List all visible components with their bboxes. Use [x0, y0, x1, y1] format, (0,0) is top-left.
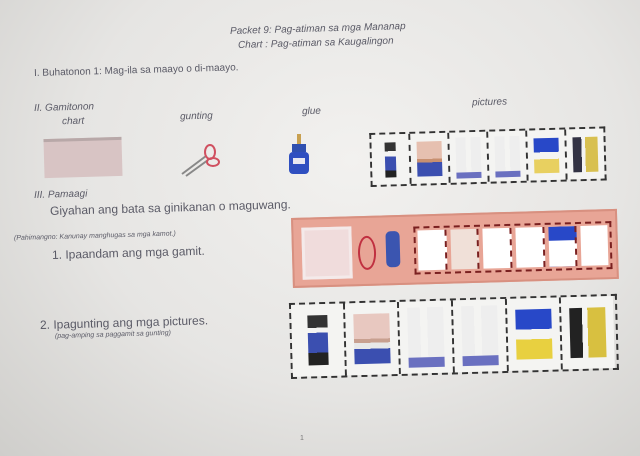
- handwash-note: (Pahimangno: Kanunay manghugas sa mga ka…: [13, 230, 176, 242]
- step-2-note: (pag-amping sa paggamit sa gunting): [54, 329, 172, 340]
- picture-panel[interactable]: [566, 128, 605, 180]
- picture-panel[interactable]: [290, 303, 347, 377]
- material-label-pictures: pictures: [471, 96, 508, 109]
- section-3-guide: Giyahan ang bata sa ginikanan o maguwang…: [49, 197, 291, 218]
- picture-panel[interactable]: [527, 129, 568, 181]
- picture-panel[interactable]: [482, 227, 513, 269]
- picture-panel[interactable]: [449, 131, 490, 183]
- pictures-strip: [413, 221, 613, 275]
- page-subtitle: Chart : Pag-atiman sa Kaugalingon: [237, 35, 394, 51]
- glue-bottle-icon: [385, 230, 401, 268]
- picture-panel[interactable]: [344, 301, 401, 376]
- picture-panel[interactable]: [450, 228, 480, 270]
- step-1: 1. Ipaandam ang mga gamit.: [51, 243, 205, 262]
- chart-board-icon: [43, 136, 123, 179]
- scissors-icon: [357, 235, 377, 271]
- page-number: 1: [300, 435, 304, 442]
- section-1-text: I. Buhatonon 1: Mag-ila sa maayo o di-ma…: [33, 62, 239, 79]
- picture-panel[interactable]: [560, 295, 615, 370]
- cut-out-pictures-strip: [288, 293, 619, 379]
- picture-panel[interactable]: [410, 132, 451, 184]
- picture-panel[interactable]: [371, 133, 412, 185]
- pictures-strip: [369, 126, 607, 187]
- material-label-chart: chart: [61, 115, 85, 128]
- scissors-icon: [181, 144, 220, 177]
- material-label-glue: glue: [301, 105, 322, 118]
- page-title: Packet 9: Pag-atiman sa mga Mananap: [229, 21, 406, 37]
- picture-panel[interactable]: [452, 298, 509, 373]
- picture-panel[interactable]: [515, 226, 546, 268]
- picture-panel[interactable]: [398, 300, 455, 374]
- picture-panel[interactable]: [580, 225, 609, 266]
- material-label-gunting: gunting: [179, 110, 213, 123]
- section-3-heading: III. Pamaagi: [33, 188, 88, 201]
- step-2: 2. Ipagunting ang mga pictures.: [39, 313, 209, 332]
- glue-bottle-icon: [289, 134, 309, 174]
- chart-board-icon: [301, 226, 353, 280]
- section-2-heading: II. Gamitonon: [33, 101, 95, 114]
- picture-panel[interactable]: [417, 229, 448, 271]
- picture-panel[interactable]: [548, 226, 578, 267]
- prepared-materials-panel: [291, 208, 619, 288]
- picture-panel[interactable]: [506, 297, 563, 371]
- picture-panel[interactable]: [488, 130, 529, 182]
